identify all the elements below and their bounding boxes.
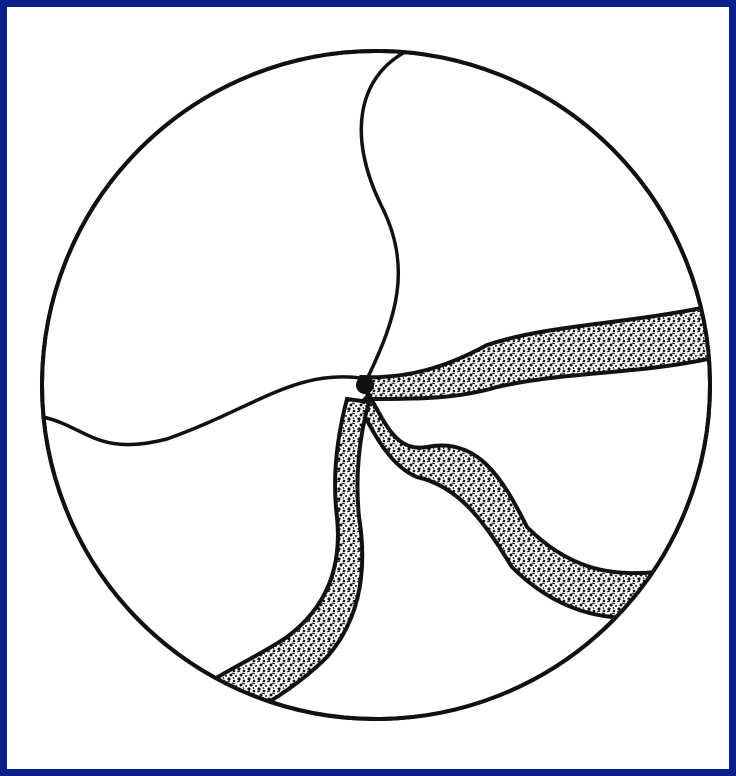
diagram-panel [7, 7, 729, 769]
center-junction [356, 376, 374, 394]
diagram-svg [7, 7, 729, 769]
